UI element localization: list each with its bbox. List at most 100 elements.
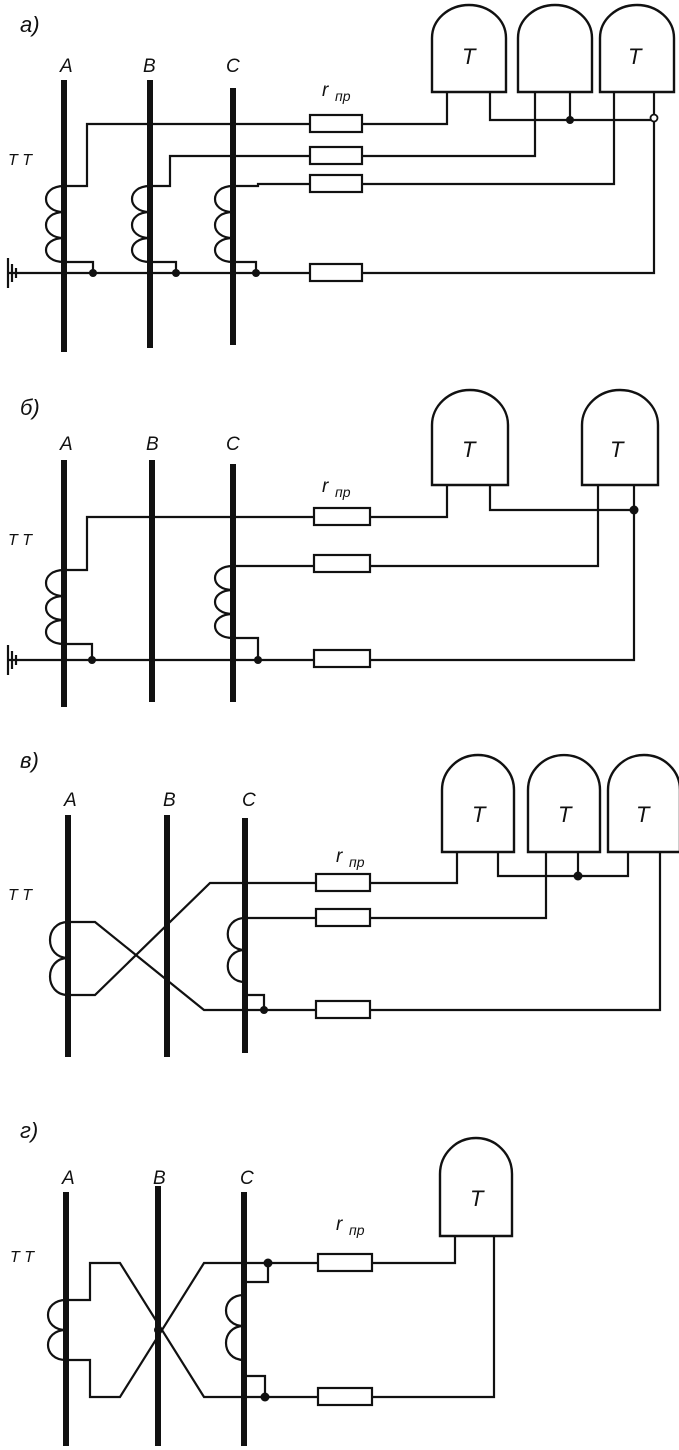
- phase-b-label: B: [163, 790, 176, 811]
- junction-dot: [89, 269, 97, 277]
- relay: Т: [580, 388, 660, 487]
- resistor: [314, 907, 372, 928]
- relay: Т: [438, 1136, 514, 1238]
- junction-dot: [263, 1258, 273, 1268]
- phase-b-label: B: [143, 56, 156, 77]
- wire: [488, 485, 634, 512]
- svg-text:r: r: [322, 476, 329, 497]
- phase-c-label: C: [226, 56, 240, 77]
- relay: [516, 3, 594, 94]
- junction-dot: [172, 269, 180, 277]
- ct-coil-a: [47, 1298, 67, 1362]
- svg-text:Т: Т: [462, 437, 477, 462]
- junction-dot: [566, 116, 574, 124]
- wire: [362, 92, 537, 158]
- relay: Т: [606, 753, 679, 854]
- wire: [370, 852, 662, 1012]
- svg-text:пр: пр: [335, 88, 351, 104]
- cross-wire: [68, 920, 316, 1012]
- diagram-b: б) A B C Т Т r пр Т: [6, 388, 660, 707]
- ct-coil-a: [48, 920, 69, 997]
- junction-dot: [629, 505, 639, 515]
- relay: Т: [440, 753, 516, 854]
- diagram-b-label: б): [20, 395, 40, 420]
- wire: [370, 852, 459, 885]
- svg-text:пр: пр: [349, 1222, 365, 1238]
- ct-coil-c: [226, 916, 246, 984]
- lead-c-return: [242, 1360, 267, 1397]
- relay: Т: [430, 3, 508, 94]
- svg-text:Т: Т: [472, 802, 487, 827]
- resistor: [308, 173, 364, 194]
- relay: Т: [526, 753, 602, 854]
- phase-b-label: B: [146, 434, 159, 455]
- phase-c-label: C: [226, 434, 240, 455]
- wire: [372, 1236, 457, 1265]
- resistor: [314, 872, 372, 893]
- wire: [370, 852, 548, 920]
- junction-dot: [254, 656, 262, 664]
- lead-c: [233, 182, 310, 188]
- resistor: [308, 145, 364, 166]
- resistor-label: r пр: [336, 1214, 365, 1238]
- wire: [488, 92, 654, 122]
- ct-coil-b: [131, 184, 178, 273]
- wire: [370, 510, 636, 662]
- phase-c-label: C: [242, 790, 256, 811]
- relay: Т: [598, 3, 676, 94]
- resistor: [312, 506, 372, 527]
- wire: [362, 92, 449, 126]
- resistor: [316, 1386, 374, 1407]
- ct-coil-c: [214, 184, 258, 273]
- lead-c-return: [243, 982, 266, 1010]
- diagram-c: в) A B C Т Т r пр Т Т Т: [8, 748, 679, 1057]
- svg-text:пр: пр: [349, 854, 365, 870]
- phase-a-label: A: [61, 1168, 75, 1189]
- svg-text:r: r: [336, 1214, 343, 1235]
- lead-c: [242, 1263, 270, 1295]
- junction-dot: [573, 871, 583, 881]
- cross-wire: [66, 1261, 318, 1399]
- lead-a: [64, 122, 310, 188]
- resistor: [314, 999, 372, 1020]
- svg-text:Т: Т: [558, 802, 573, 827]
- junction-dot: [252, 269, 260, 277]
- wire: [370, 485, 449, 519]
- relay: Т: [430, 388, 510, 487]
- resistor: [308, 262, 364, 283]
- resistor: [312, 553, 372, 574]
- svg-text:Т: Т: [462, 44, 477, 69]
- diagram-a-label: а): [20, 12, 40, 37]
- svg-text:Т: Т: [628, 44, 643, 69]
- cross-wire: [68, 881, 316, 997]
- ct-coil-a: [45, 568, 94, 660]
- resistor-label: r пр: [322, 80, 351, 104]
- svg-text:Т: Т: [610, 437, 625, 462]
- cross-wire: [66, 1261, 318, 1399]
- diagram-c-label: в): [20, 748, 39, 773]
- wire: [362, 120, 656, 275]
- lead-a: [64, 515, 314, 572]
- ct-coil-c: [214, 564, 260, 660]
- resistor: [312, 648, 372, 669]
- diagram-d-label: г): [20, 1118, 38, 1143]
- junction-dot: [88, 656, 96, 664]
- resistor: [316, 1252, 374, 1273]
- resistor: [308, 113, 364, 134]
- ct-label: Т Т: [8, 532, 33, 549]
- svg-text:пр: пр: [335, 484, 351, 500]
- lead-b: [150, 154, 310, 188]
- resistor-label: r пр: [322, 476, 351, 500]
- junction-dot: [260, 1392, 270, 1402]
- phase-a-label: A: [63, 790, 77, 811]
- ct-coil-c: [224, 1293, 245, 1362]
- diagram-a: а) A B C Т Т r пр: [6, 3, 676, 352]
- ct-label: Т Т: [8, 152, 33, 169]
- ct-label: Т Т: [10, 1249, 35, 1266]
- svg-text:r: r: [336, 846, 343, 867]
- phase-b-label: B: [153, 1168, 166, 1189]
- resistor-label: r пр: [336, 846, 365, 870]
- phase-a-label: A: [59, 434, 73, 455]
- svg-text:Т: Т: [636, 802, 651, 827]
